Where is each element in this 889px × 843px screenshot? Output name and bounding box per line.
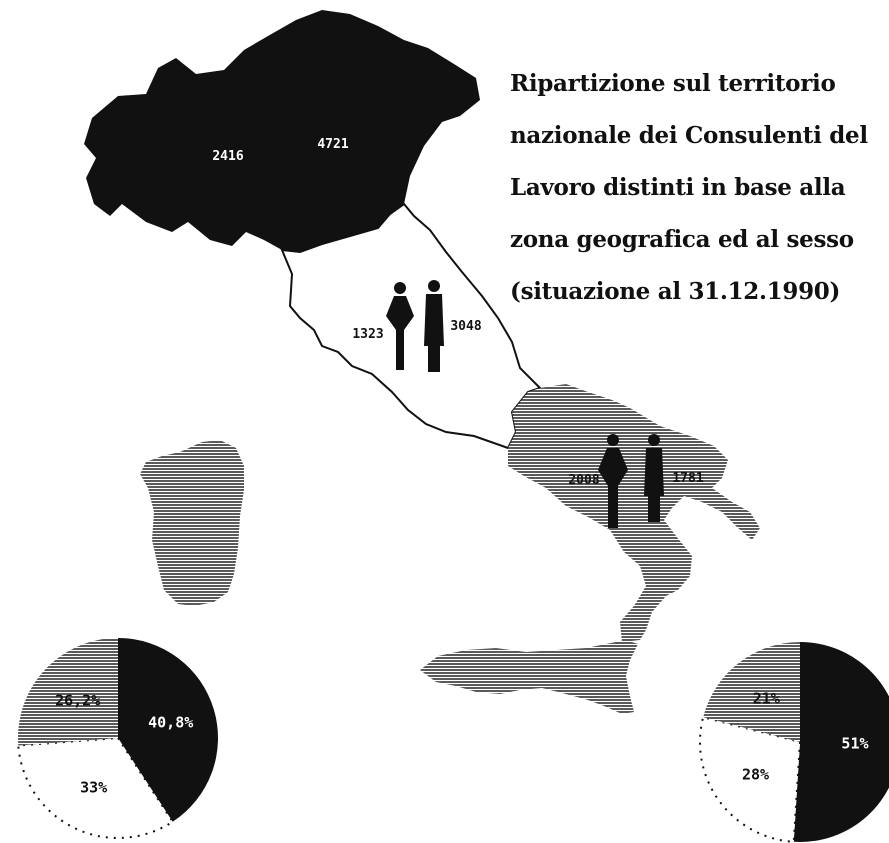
pie-slice-label: 40,8%: [148, 713, 193, 731]
region-sardinia: [140, 440, 244, 606]
pie-slice-label: 51%: [841, 735, 868, 753]
pie-slice-label: 28%: [742, 765, 769, 783]
region-sicily: [420, 640, 638, 714]
title-line: nazionale dei Consulenti del: [510, 122, 868, 149]
pie-slice-label: 26,2%: [55, 692, 100, 710]
north-male-count: 4721: [317, 137, 348, 152]
pie-slice-label: 33%: [80, 778, 107, 796]
north-female-count: 2416: [212, 149, 243, 164]
south-female-count: 2008: [568, 473, 599, 488]
pie-slice: [703, 642, 800, 742]
pie-slice: [17, 736, 175, 839]
pie-slice: [17, 637, 119, 746]
female-icon: [598, 434, 628, 528]
region-north: [84, 10, 480, 252]
centre-female-count: 1323: [352, 327, 383, 342]
female-icon: [386, 282, 414, 370]
centre-male-count: 3048: [450, 319, 481, 334]
page-title: Ripartizione sul territorio nazionale de…: [510, 58, 882, 318]
pie-slice-label: 21%: [753, 690, 780, 708]
pie-chart-right: 51% 28% 21%: [699, 642, 889, 843]
male-icon: [424, 280, 444, 372]
title-line: (situazione al 31.12.1990): [510, 278, 841, 305]
title-line: Ripartizione sul territorio: [510, 70, 836, 97]
title-line: zona geografica ed al sesso: [510, 226, 854, 253]
pie-slice: [793, 642, 889, 842]
pie-slice: [118, 638, 219, 822]
title-line: Lavoro distinti in base alla: [510, 174, 846, 201]
region-south: [508, 384, 760, 642]
pie-chart-left: 40,8% 33% 26,2%: [17, 637, 219, 839]
male-icon: [644, 434, 664, 522]
pie-slice: [699, 715, 802, 843]
south-male-count: 1781: [672, 471, 703, 486]
